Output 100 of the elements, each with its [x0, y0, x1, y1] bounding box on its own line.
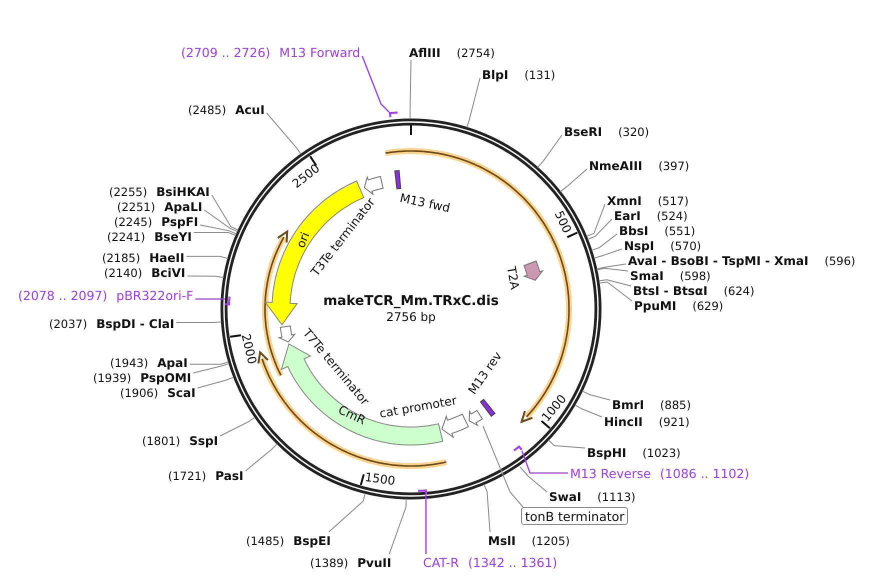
leader-line	[220, 416, 256, 436]
plasmid-size: 2756 bp	[386, 310, 436, 324]
enzyme-name: BtsI - BtsαI	[633, 283, 708, 299]
enzyme-name: PspFI	[161, 214, 198, 230]
enzyme-name: BspEI	[293, 533, 331, 549]
primer-name: M13 Forward	[279, 45, 360, 61]
leader-line	[594, 248, 622, 259]
tick-label: 500	[552, 208, 574, 236]
leader-line	[582, 390, 610, 400]
leader-line	[211, 194, 239, 230]
site-position: (885)	[660, 397, 691, 413]
site-position: (2251)	[117, 199, 156, 215]
enzyme-name: AflIII	[409, 45, 441, 61]
site-position: (517)	[658, 193, 689, 209]
leader-line	[200, 224, 237, 234]
site-position: (2140)	[104, 265, 142, 281]
site-position: (1721)	[168, 468, 206, 484]
site-position: (2241)	[107, 229, 146, 245]
enzyme-name: BseYI	[154, 229, 192, 245]
site-position: (1906)	[120, 385, 158, 401]
leader-line	[244, 443, 278, 472]
leader-line	[388, 498, 407, 554]
leader-line	[586, 204, 606, 237]
leader-line	[537, 134, 562, 168]
site-position: (1939)	[93, 370, 132, 386]
site-position: (629)	[692, 298, 724, 314]
leader-line	[189, 362, 229, 365]
site-position: (2485)	[188, 102, 226, 118]
leader-line	[193, 232, 236, 236]
enzyme-name: BmrI	[612, 397, 644, 413]
site-position: (524)	[656, 208, 688, 224]
site-position: (397)	[658, 158, 690, 174]
enzyme-name: BciVI	[151, 265, 186, 281]
enzyme-name: BseRI	[564, 124, 602, 140]
primer-position: (1342 .. 1361)	[468, 555, 558, 571]
enzyme-name: MslI	[488, 533, 516, 549]
leader-line	[482, 426, 524, 508]
leader-line	[466, 78, 480, 128]
site-position: (2754)	[456, 45, 495, 61]
site-position: (596)	[824, 253, 856, 269]
leader-line	[266, 112, 302, 155]
primer-name: pBR322ori-F	[116, 288, 194, 304]
enzyme-name: PvuII	[357, 555, 392, 571]
site-position: (2037)	[49, 316, 88, 332]
enzyme-name: PspOMI	[140, 370, 192, 386]
site-position: (921)	[658, 414, 690, 430]
leader-line	[587, 218, 612, 240]
enzyme-name: HaeII	[149, 250, 184, 266]
primer-position: (2709 .. 2726)	[181, 45, 270, 61]
site-position: (2185)	[102, 250, 140, 266]
enzyme-name: NmeAIII	[589, 158, 642, 174]
leader-line	[548, 440, 586, 448]
leader-line	[598, 281, 632, 302]
enzyme-name: EarI	[614, 208, 641, 224]
enzyme-name: AcuI	[235, 102, 265, 118]
feature-label: CmR	[336, 402, 368, 428]
enzyme-name: ScaI	[167, 385, 196, 401]
site-position: (624)	[724, 283, 754, 299]
enzyme-name: SmaI	[630, 268, 664, 284]
enzyme-name: BbsI	[619, 223, 648, 239]
plasmid-name: makeTCR_Mm.TRxC.dis	[323, 294, 499, 308]
site-position: (1205)	[532, 533, 570, 549]
leader-line	[484, 484, 490, 532]
site-position: (320)	[618, 124, 650, 140]
feature-label: ori	[294, 230, 312, 250]
enzyme-name: SspI	[189, 433, 218, 449]
leader-line	[176, 322, 222, 323]
primer-name: M13 Reverse	[570, 466, 651, 482]
enzyme-name: BlpI	[482, 67, 508, 83]
enzyme-name: AvaI - BsoBI - TspMI - XmaI	[628, 253, 808, 269]
site-position: (1485)	[246, 533, 284, 549]
feature-label: cat promoter	[378, 393, 458, 421]
site-position: (570)	[670, 238, 702, 254]
site-position: (2245)	[114, 214, 152, 230]
site-position: (598)	[680, 268, 711, 284]
leader-line	[521, 450, 568, 474]
enzyme-name: BspHI	[587, 445, 626, 461]
tick-label: 1500	[364, 470, 396, 488]
leader-line	[328, 492, 366, 532]
feature-label: tonB terminator	[525, 509, 624, 525]
leader-line	[195, 298, 225, 300]
leader-line	[574, 404, 602, 418]
enzyme-name: BspDI - ClaI	[96, 316, 174, 332]
feature-label: M13 fwd	[398, 190, 452, 216]
site-position: (131)	[524, 67, 556, 83]
enzyme-name: PasI	[215, 468, 244, 484]
enzyme-name: HincII	[604, 414, 643, 430]
leader-line	[520, 466, 548, 492]
leader-line	[598, 279, 632, 286]
enzyme-name: PpuMI	[634, 298, 676, 314]
leader-line	[596, 268, 628, 272]
leader-line	[192, 363, 230, 374]
primer-position: (2078 .. 2097)	[18, 288, 108, 304]
site-position: (1113)	[597, 489, 636, 505]
enzyme-name: NspI	[624, 238, 654, 254]
enzyme-name: SwaI	[549, 489, 582, 505]
leader-line	[197, 376, 234, 388]
leader-line	[204, 210, 238, 232]
leader-line	[410, 60, 412, 120]
leader-line	[560, 168, 588, 192]
